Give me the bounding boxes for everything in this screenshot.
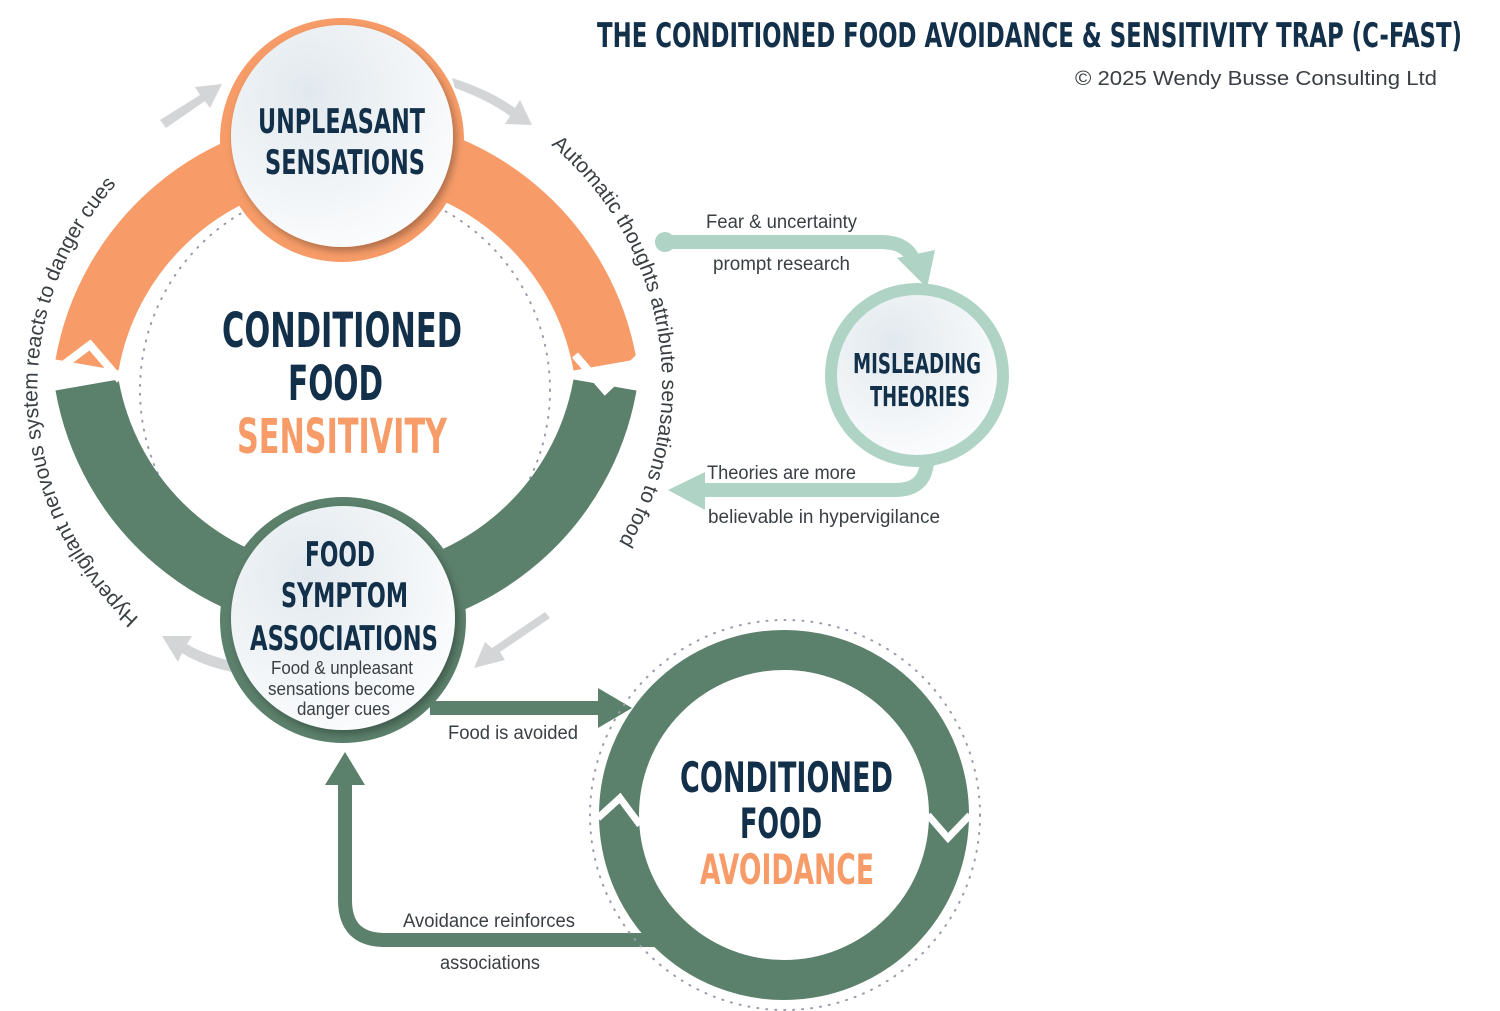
theories-label-2: believable in hypervigilance: [708, 507, 940, 528]
chevron-right: [571, 352, 645, 396]
node-food-symptom-associations: FOOD SYMPTOM ASSOCIATIONS Food & unpleas…: [220, 497, 466, 743]
associations-sub2: sensations become: [268, 679, 415, 699]
theories-label-1: Theories are more: [707, 463, 856, 484]
unpleasant-line1: UNPLEASANT: [258, 102, 426, 142]
unpleasant-line2: SENSATIONS: [265, 143, 425, 183]
diagram-title: THE CONDITIONED FOOD AVOIDANCE & SENSITI…: [597, 16, 1462, 56]
avoidance-line3: AVOIDANCE: [700, 845, 874, 894]
research-arrow: [655, 232, 935, 288]
arrow-up-right-icon: [160, 84, 222, 128]
associations-line2: SYMPTOM: [281, 576, 408, 616]
reinforce-arrow: [325, 752, 665, 947]
theories-arrow: [668, 461, 934, 510]
chevron-left: [595, 792, 643, 828]
avoidance-line1: CONDITIONED: [680, 753, 893, 802]
associations-line3: ASSOCIATIONS: [250, 619, 438, 659]
copyright: © 2025 Wendy Busse Consulting Ltd: [1075, 68, 1437, 90]
research-label-1: Fear & uncertainty: [706, 212, 857, 233]
avoidance-ring: CONDITIONED FOOD AVOIDANCE: [589, 619, 981, 1011]
sensitivity-line3: SENSITIVITY: [237, 409, 448, 465]
avoidance-line2: FOOD: [740, 799, 822, 848]
arrowhead-icon: [325, 752, 365, 785]
sensitivity-line1: CONDITIONED: [222, 303, 462, 359]
food-avoided-label: Food is avoided: [448, 723, 578, 744]
misleading-line2: THEORIES: [870, 380, 970, 413]
chevron-right: [925, 812, 973, 844]
arrow-down-left-icon: [474, 612, 550, 668]
food-avoided-arrow: [430, 688, 632, 728]
reinforce-label-2: associations: [440, 953, 540, 974]
sensitivity-line2: FOOD: [288, 356, 383, 412]
arrowhead-icon: [668, 472, 705, 510]
research-label-2: prompt research: [713, 254, 850, 275]
node-misleading-theories: MISLEADING THEORIES: [825, 283, 1009, 467]
associations-line1: FOOD: [305, 535, 375, 575]
associations-sub3: danger cues: [297, 699, 390, 719]
inner-dotted-circle: [139, 184, 551, 596]
arrow-down-right-icon: [452, 78, 532, 125]
node-unpleasant-sensations: UNPLEASANT SENSATIONS: [220, 18, 464, 262]
chevron-left: [47, 339, 124, 383]
arrow-up-left-icon: [162, 636, 235, 672]
gray-flow-arrows: [160, 78, 550, 672]
reinforce-label-1: Avoidance reinforces: [403, 911, 575, 932]
arrowhead-icon: [598, 688, 632, 728]
arrowhead-icon: [897, 250, 935, 288]
outer-dotted-circle: [589, 619, 981, 1011]
misleading-line1: MISLEADING: [853, 347, 981, 380]
associations-sub1: Food & unpleasant: [271, 658, 413, 678]
